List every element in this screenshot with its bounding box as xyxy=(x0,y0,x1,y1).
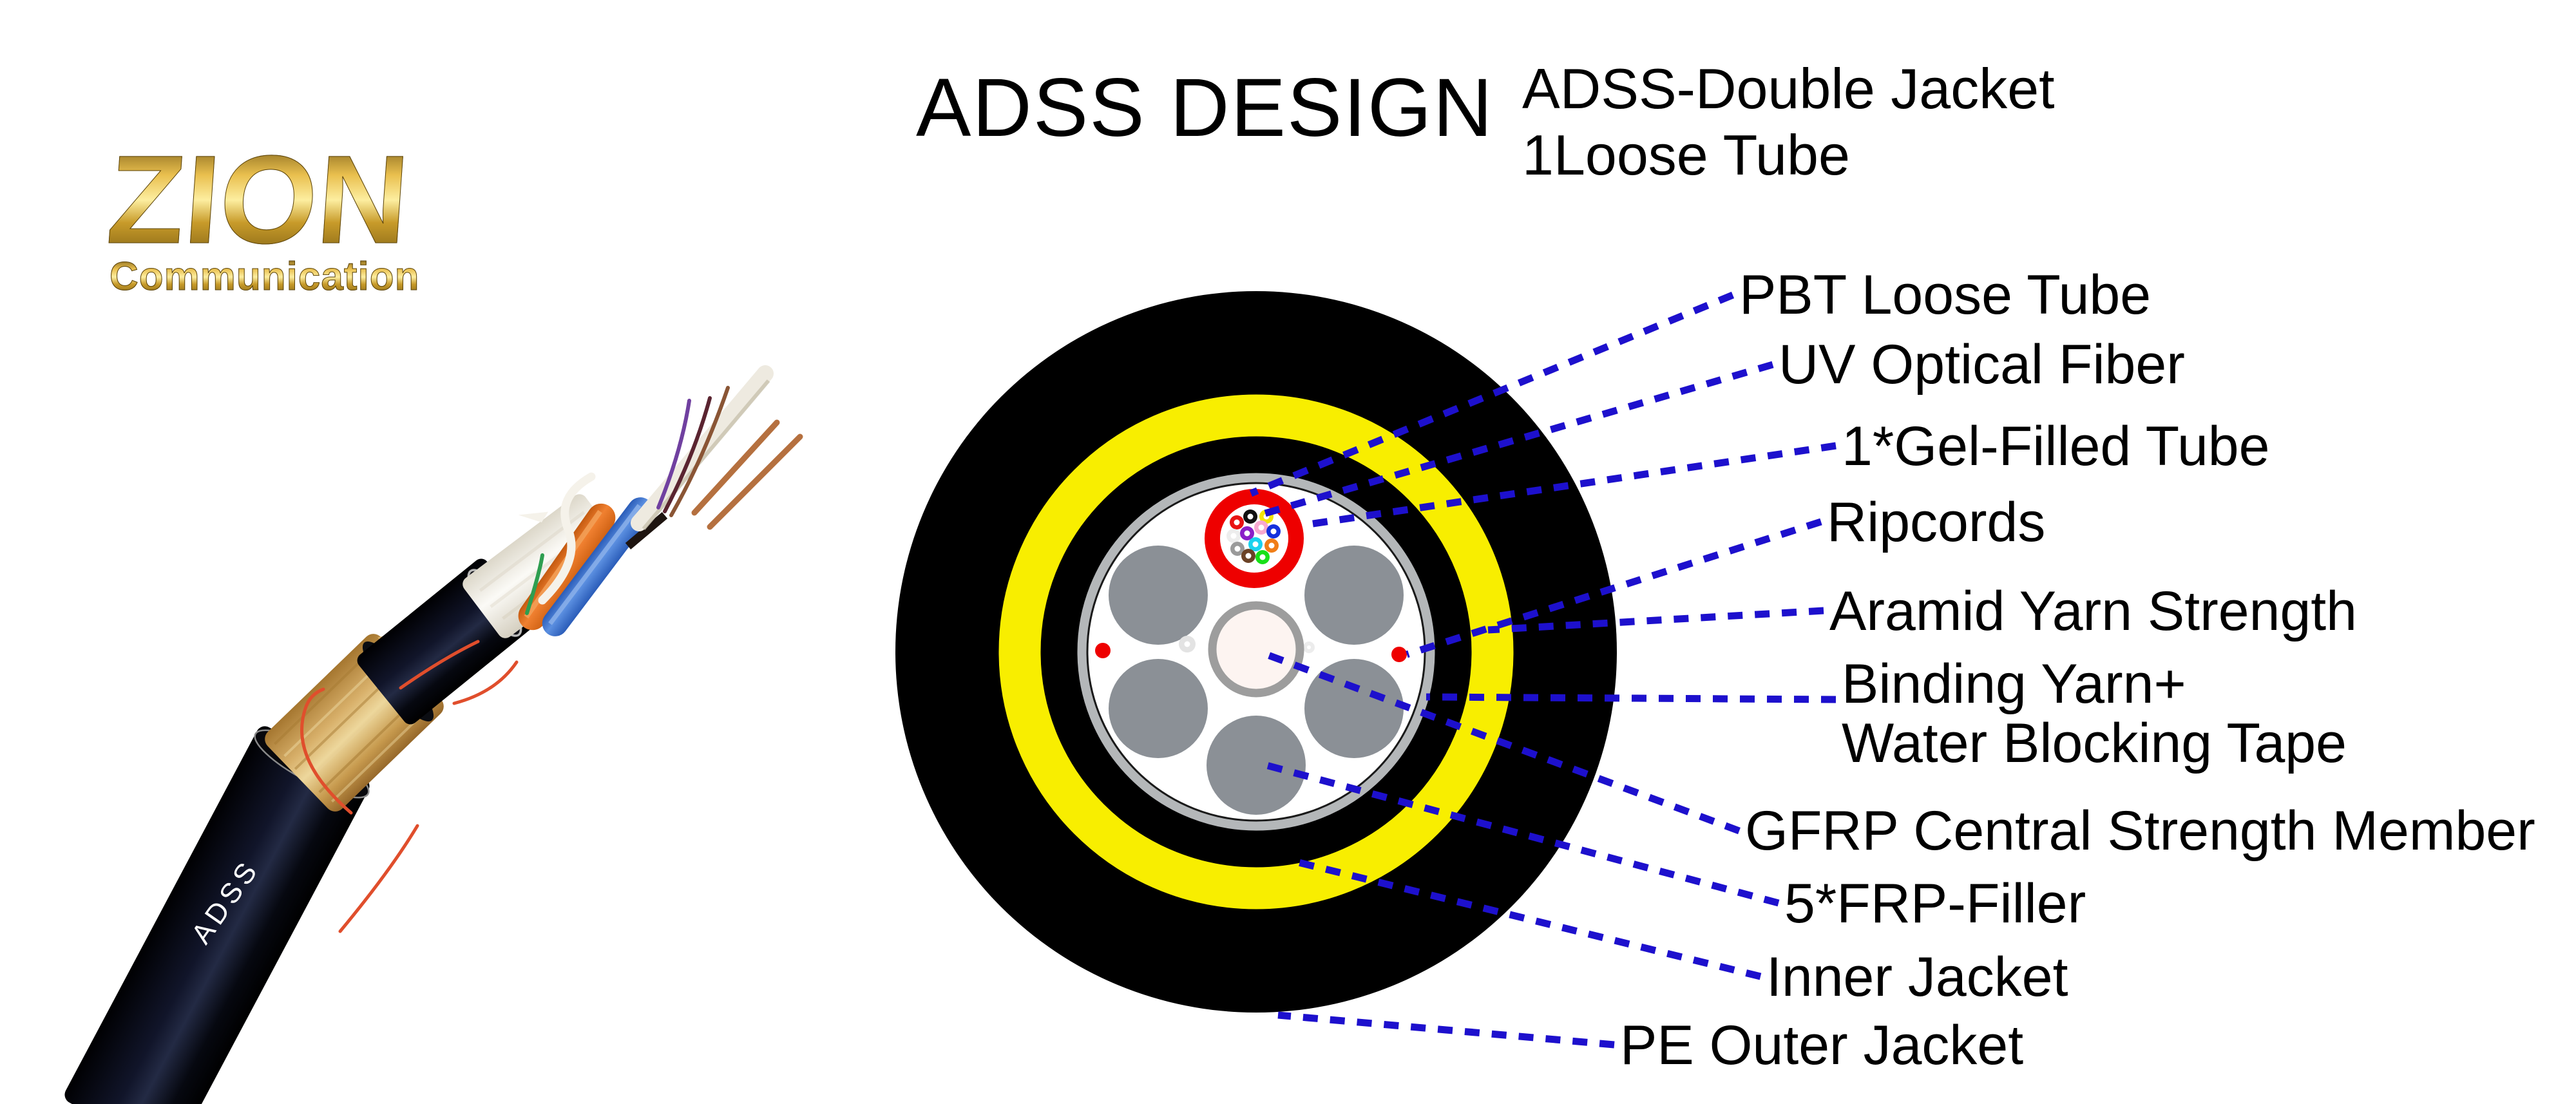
frp-filler-circle xyxy=(1304,546,1404,645)
ripcord-thread-2 xyxy=(338,824,419,933)
fiber-hole xyxy=(1270,528,1277,535)
leader-line-frp-filler xyxy=(1260,760,1780,907)
cable-dark-binder xyxy=(625,512,668,549)
fiber-strand-maroon xyxy=(663,396,712,513)
cross-section-diagram xyxy=(895,291,1617,1013)
cable-white-strand xyxy=(538,472,596,605)
page-subtitle: ADSS-Double Jacket 1Loose Tube xyxy=(1522,55,2055,188)
frp-filler-circle xyxy=(1109,659,1208,758)
callout-binding-yarn: Binding Yarn+ Water Blocking Tape xyxy=(1842,654,2347,773)
fiber-hole xyxy=(1230,533,1237,539)
ripcord-thread-1 xyxy=(300,687,353,815)
filler-rod-1 xyxy=(691,419,780,516)
page-title: ADSS DESIGN xyxy=(916,62,1494,154)
water-yarn-dot-hole xyxy=(1184,641,1190,647)
fiber-strand-green xyxy=(525,553,544,615)
page-subtitle-line2: 1Loose Tube xyxy=(1522,123,1850,187)
fiber-hole xyxy=(1247,513,1254,520)
fiber-strand-brown xyxy=(669,386,730,517)
frp-filler-circle xyxy=(1109,546,1208,645)
ripcord-thread-4 xyxy=(452,660,519,705)
callout-pbt-loose-tube: PBT Loose Tube xyxy=(1739,264,2151,326)
leader-line-uv-optical-fiber xyxy=(1264,361,1774,517)
callout-ripcords: Ripcords xyxy=(1827,491,2046,553)
fiber-strand-violet xyxy=(656,399,691,509)
callout-inner-jacket: Inner Jacket xyxy=(1766,946,2068,1008)
fiber-hole xyxy=(1268,542,1275,549)
fiber-hole xyxy=(1258,524,1264,531)
aramid-yarn-ring xyxy=(998,394,1514,909)
gfrp-central-member xyxy=(1208,601,1304,698)
callout-gel-filled-tube: 1*Gel-Filled Tube xyxy=(1842,415,2270,477)
fiber-hole xyxy=(1245,553,1252,559)
cable-outer-jacket xyxy=(64,726,370,1104)
leader-line-binding-yarn xyxy=(1426,693,1837,703)
fiber-hole xyxy=(1252,541,1259,547)
cable-frp-rod-shadow xyxy=(642,379,770,530)
wrap-flap xyxy=(518,511,549,523)
leader-lines xyxy=(1249,291,1837,1049)
leader-line-pe-outer-jacket xyxy=(1277,1011,1615,1049)
leader-line-gfrp xyxy=(1263,650,1741,835)
water-yarn-dot-hole xyxy=(1307,645,1311,649)
callout-uv-optical-fiber: UV Optical Fiber xyxy=(1779,334,2185,395)
frp-filler-circle xyxy=(1207,716,1306,815)
ripcord-dot-right xyxy=(1391,647,1407,662)
leader-line-ripcords xyxy=(1406,518,1822,658)
page-subtitle-line1: ADSS-Double Jacket xyxy=(1522,57,2055,120)
callout-frp-filler: 5*FRP-Filler xyxy=(1784,873,2086,935)
fiber-hole xyxy=(1244,530,1250,537)
leader-line-pbt-loose-tube xyxy=(1249,291,1735,497)
callout-gfrp-central-strength-member: GFRP Central Strength Member xyxy=(1745,800,2535,862)
frp-filler-circle xyxy=(1304,659,1404,758)
callout-binding-yarn-line2: Water Blocking Tape xyxy=(1842,712,2347,774)
leader-line-gel-filled-tube xyxy=(1308,442,1837,528)
cable-blue-loose-tube xyxy=(542,497,654,636)
callout-aramid-yarn-strength: Aramid Yarn Strength xyxy=(1829,580,2358,642)
fiber-hole xyxy=(1234,546,1241,552)
ripcord-dot-left xyxy=(1095,643,1111,658)
ripcord-thread-3 xyxy=(399,640,480,690)
cable-photo: ADSS xyxy=(64,365,803,1104)
callout-binding-yarn-line1: Binding Yarn+ xyxy=(1842,653,2186,715)
fiber-hole xyxy=(1259,554,1266,560)
logo-tagline: Communication xyxy=(109,254,420,299)
fiber-hole xyxy=(1234,519,1240,526)
leader-line-aramid-yarn xyxy=(1487,607,1824,634)
callout-pe-outer-jacket: PE Outer Jacket xyxy=(1620,1014,2024,1076)
filler-rod-2 xyxy=(707,433,803,530)
